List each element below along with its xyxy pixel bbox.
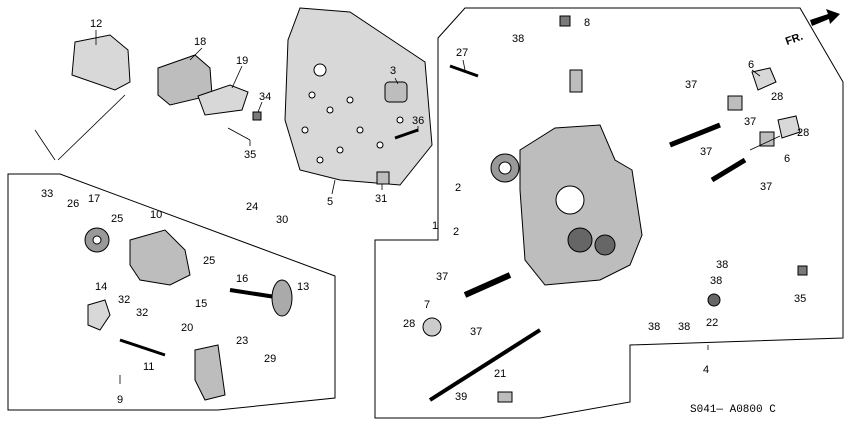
label-38b: 38 [716, 259, 728, 271]
valve-spool-right [669, 122, 721, 148]
label-24: 24 [246, 201, 258, 213]
front-direction-arrow: FR. [784, 9, 840, 48]
valve-body-sleeve [569, 69, 583, 93]
label-20: 20 [181, 322, 193, 334]
label-6a: 6 [748, 59, 754, 71]
stator-flange [271, 279, 293, 317]
label-37d: 37 [760, 181, 772, 193]
bolt-shank [227, 127, 251, 141]
label-25b: 25 [203, 255, 215, 267]
separator-plate [284, 7, 433, 186]
label-31: 31 [375, 193, 387, 205]
oil-pump-body [129, 229, 191, 286]
label-1: 1 [432, 220, 438, 232]
label-29: 29 [264, 353, 276, 365]
label-38a: 38 [512, 33, 524, 45]
label-39: 39 [455, 391, 467, 403]
label-30: 30 [276, 214, 288, 226]
part-labels: 12 18 19 34 35 3 27 38 8 36 5 31 37 37 3… [41, 17, 809, 406]
valve-spool [463, 272, 512, 298]
front-direction-label: FR. [784, 31, 805, 48]
label-32b: 32 [136, 307, 148, 319]
bracket [197, 84, 249, 116]
shaft [119, 338, 166, 357]
label-37e: 37 [436, 271, 448, 283]
label-6b: 6 [784, 153, 790, 165]
label-26: 26 [67, 198, 79, 210]
label-37f: 37 [470, 326, 482, 338]
main-valve-body [490, 124, 643, 286]
valve-spool-right-2 [710, 157, 747, 183]
pump-gear-hub [92, 235, 102, 245]
label-34: 34 [259, 91, 271, 103]
collar [376, 171, 390, 185]
label-35a: 35 [244, 149, 256, 161]
valve-cap [727, 95, 743, 111]
label-37c: 37 [700, 146, 712, 158]
label-38e: 38 [678, 321, 690, 333]
label-3: 3 [390, 65, 396, 77]
label-38c: 38 [710, 275, 722, 287]
label-5: 5 [327, 196, 333, 208]
label-38d: 38 [648, 321, 660, 333]
bolt [252, 111, 262, 121]
valve-spool-long [428, 328, 542, 402]
leader-lines [34, 30, 781, 384]
label-8: 8 [584, 17, 590, 29]
label-11: 11 [143, 361, 154, 373]
label-13: 13 [297, 281, 309, 293]
label-2a: 2 [455, 182, 461, 194]
label-25a: 25 [111, 213, 123, 225]
label-28c: 28 [403, 318, 415, 330]
bolt-35b [797, 265, 808, 276]
label-28b: 28 [797, 127, 809, 139]
plug-8 [559, 15, 571, 27]
cover-7 [422, 317, 442, 337]
label-19: 19 [236, 55, 248, 67]
cover-plate [71, 34, 131, 91]
label-17: 17 [88, 193, 100, 205]
cover-6a [751, 67, 777, 91]
label-21: 21 [494, 368, 506, 380]
label-14: 14 [95, 281, 107, 293]
label-9: 9 [117, 394, 123, 406]
pin [449, 64, 479, 78]
sleeve [384, 81, 408, 103]
cover-6b [777, 115, 801, 139]
label-4: 4 [703, 364, 709, 376]
label-12: 12 [90, 18, 102, 30]
label-37b: 37 [744, 116, 756, 128]
label-10: 10 [150, 209, 162, 221]
label-2b: 2 [453, 226, 459, 238]
label-35b: 35 [794, 293, 806, 305]
label-22: 22 [706, 317, 718, 329]
filter-21 [497, 391, 513, 403]
label-16: 16 [236, 273, 248, 285]
label-27: 27 [456, 47, 468, 59]
group-frame-lines [7, 7, 844, 419]
label-18: 18 [194, 36, 206, 48]
label-15: 15 [195, 298, 207, 310]
bolt-36 [394, 128, 419, 140]
label-28a: 28 [771, 91, 783, 103]
nut-22 [707, 293, 721, 307]
label-23: 23 [236, 335, 248, 347]
label-33: 33 [41, 188, 53, 200]
label-7: 7 [424, 299, 430, 311]
solenoid-body [194, 344, 226, 401]
label-37a: 37 [685, 79, 697, 91]
pump-plate [87, 299, 111, 331]
valve-cap-2 [759, 131, 775, 147]
diagram-code: S041— A0800 C [690, 404, 776, 416]
label-32a: 32 [118, 294, 130, 306]
label-36: 36 [412, 115, 424, 127]
